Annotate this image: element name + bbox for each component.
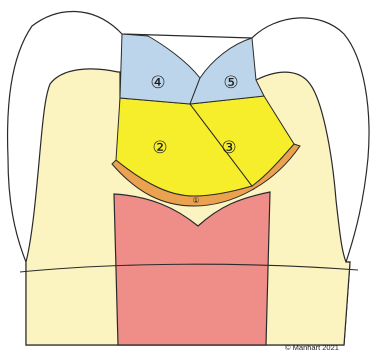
label-layer-1: ①	[192, 196, 199, 205]
copyright-text: © Manhart 2021	[285, 343, 339, 352]
label-layer-4: ④	[150, 73, 165, 93]
label-layer-2: ②	[152, 138, 167, 158]
label-layer-3: ③	[221, 138, 236, 158]
label-layer-5: ⑤	[223, 73, 238, 93]
